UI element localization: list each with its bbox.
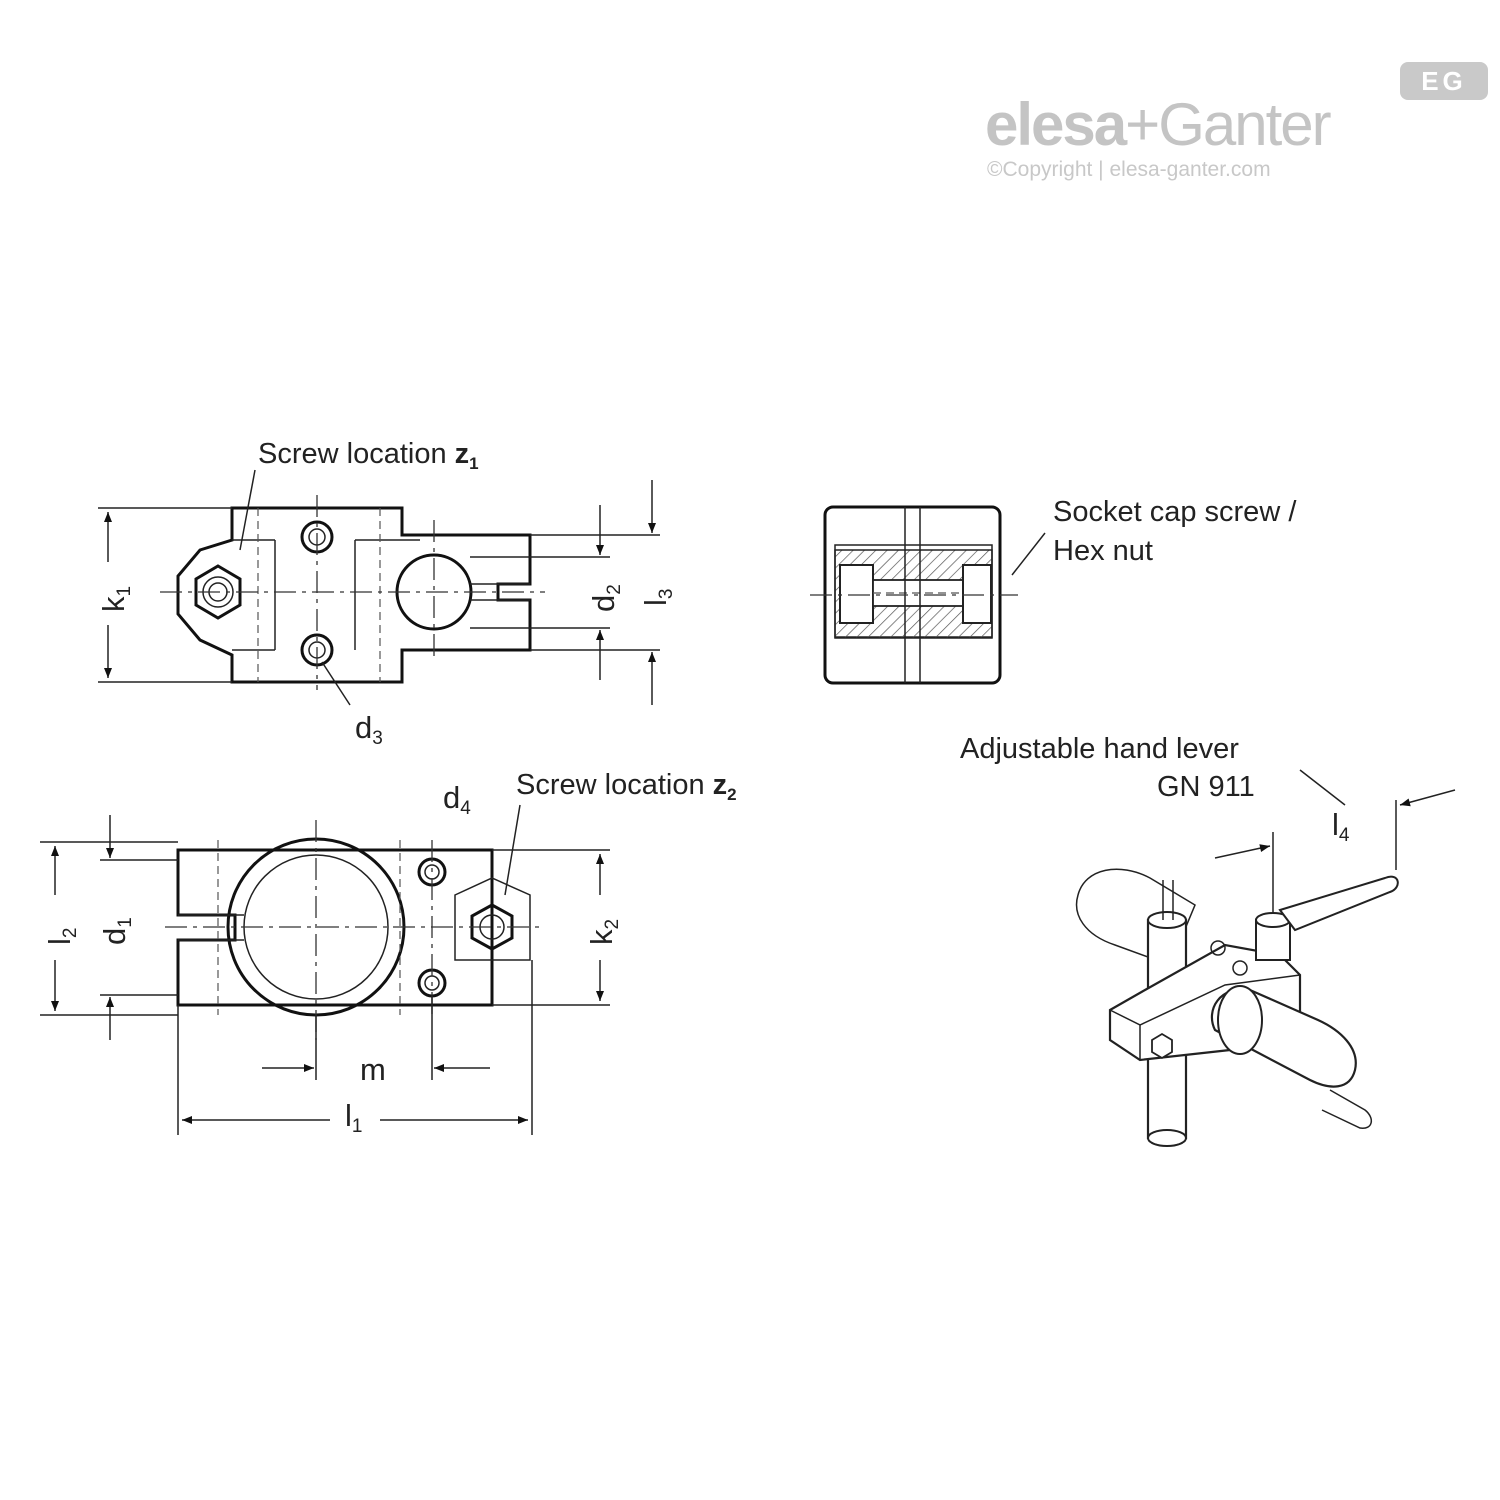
dim-d2-base: d bbox=[586, 595, 621, 612]
dim-k1-sub: 1 bbox=[114, 586, 135, 597]
label-hand-lever-line1: Adjustable hand lever bbox=[960, 733, 1239, 765]
dim-l2-base: l bbox=[42, 938, 77, 945]
dim-k1-base: k bbox=[96, 596, 131, 612]
label-socket-cap-line2: Hex nut bbox=[1053, 535, 1153, 567]
label-screw-location-z2: Screw location z2 bbox=[516, 769, 737, 804]
dim-l1-sub: 1 bbox=[352, 1116, 363, 1137]
dim-d4-label: d4 bbox=[443, 780, 471, 819]
isometric-view bbox=[1075, 769, 1456, 1147]
copyright-text: ©Copyright | elesa-ganter.com bbox=[987, 158, 1271, 181]
dim-l3-label: l3 bbox=[638, 589, 677, 606]
brand-wordmark: elesa+Ganter bbox=[985, 90, 1332, 159]
dim-m-label: m bbox=[360, 1052, 386, 1087]
screw-location-z2-text: Screw location bbox=[516, 769, 705, 801]
label-socket-cap-line1: Socket cap screw / bbox=[1053, 496, 1297, 528]
dim-d3-label: d3 bbox=[355, 710, 383, 749]
top-view bbox=[98, 469, 660, 706]
dim-l1-label: l1 bbox=[345, 1098, 362, 1137]
eg-badge-logo: EG bbox=[1400, 62, 1488, 100]
dim-d2-label: d2 bbox=[586, 584, 625, 612]
dim-d2-sub: 2 bbox=[604, 584, 625, 595]
elesa-ganter-logo: elesa+Ganter ©Copyright | elesa-ganter.c… bbox=[985, 90, 1485, 190]
screw-location-z1-text: Screw location bbox=[258, 438, 447, 470]
z2-subscript: 2 bbox=[727, 785, 736, 804]
dim-d1-base: d bbox=[97, 928, 132, 945]
dim-k2-label: k2 bbox=[584, 919, 623, 945]
dim-l4-label: l4 bbox=[1332, 807, 1350, 846]
dim-d4-base: d bbox=[443, 780, 460, 815]
brand-name-part1: elesa bbox=[985, 91, 1127, 158]
dim-d1-label: d1 bbox=[97, 917, 136, 945]
dim-l4-base: l bbox=[1332, 807, 1339, 842]
z2-variable: z bbox=[713, 769, 728, 801]
dim-l3-sub: 3 bbox=[656, 589, 677, 600]
z1-variable: z bbox=[455, 438, 470, 470]
dim-d3-sub: 3 bbox=[372, 728, 383, 749]
dim-k1-label: k1 bbox=[96, 586, 135, 612]
dim-d4-sub: 4 bbox=[460, 798, 471, 819]
front-view bbox=[40, 804, 610, 1135]
dim-l3-base: l bbox=[638, 599, 673, 606]
dim-k2-sub: 2 bbox=[602, 919, 623, 930]
z1-subscript: 1 bbox=[469, 454, 478, 473]
dim-l2-sub: 2 bbox=[60, 928, 81, 939]
dim-d1-sub: 1 bbox=[115, 917, 136, 928]
label-hand-lever-line2: GN 911 bbox=[1157, 771, 1255, 803]
dim-l2-label: l2 bbox=[42, 928, 81, 945]
section-view bbox=[810, 505, 1046, 685]
dim-k2-base: k bbox=[584, 929, 619, 945]
label-screw-location-z1: Screw location z1 bbox=[258, 438, 479, 473]
dim-l4-sub: 4 bbox=[1339, 825, 1350, 846]
dim-d3-base: d bbox=[355, 710, 372, 745]
brand-plus: + bbox=[1125, 91, 1160, 158]
dim-l1-base: l bbox=[345, 1098, 352, 1133]
brand-name-part2: Ganter bbox=[1158, 91, 1331, 158]
